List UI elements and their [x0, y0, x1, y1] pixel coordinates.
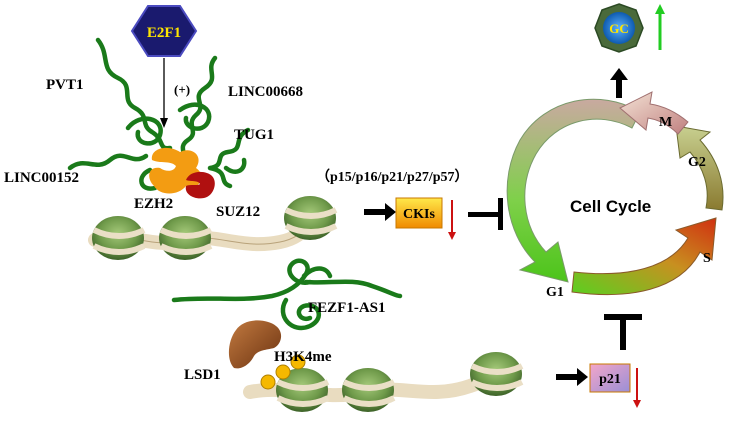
- tug1-label: TUG1: [234, 127, 274, 143]
- ckis-down-arrowhead: [448, 232, 456, 240]
- h3k4me-marks: [260, 354, 306, 390]
- p21-inhibition-line: [620, 318, 626, 350]
- ckis-inhibition-bar: [498, 198, 503, 230]
- nucleosome: [276, 368, 330, 412]
- e2f1-label: E2F1: [147, 25, 181, 41]
- m-phase-label: M: [659, 115, 672, 130]
- e2f1-hexagon: [130, 5, 198, 57]
- p21-label: p21: [599, 372, 621, 387]
- lncrna-cluster-top: [67, 37, 251, 191]
- g2-phase-label: G2: [688, 155, 706, 170]
- g1-phase-arrow: [506, 98, 641, 283]
- ezh2-label: EZH2: [134, 196, 173, 212]
- e2f1-arrowhead: [160, 118, 168, 128]
- linc00152-label: LINC00152: [4, 170, 79, 186]
- lncrna-loop: [125, 116, 163, 146]
- p21-down-arrowhead: [633, 400, 641, 408]
- suz12-protein: [185, 171, 215, 199]
- nucleosome: [342, 368, 396, 412]
- m-phase-arrow: [619, 91, 689, 135]
- gc-label: GC: [609, 21, 629, 36]
- nucleosome: [470, 352, 524, 396]
- fezf1-as1-label: FEZF1-AS1: [308, 300, 386, 316]
- g1-phase-label: G1: [546, 285, 564, 300]
- h3k4me-label: H3K4me: [274, 349, 332, 365]
- lncrna-loop: [139, 167, 158, 191]
- to-ckis-arrow-shaft: [364, 209, 386, 215]
- ckis-inhibition-line: [468, 212, 502, 217]
- cell-cycle-title: Cell Cycle: [570, 197, 651, 216]
- nucleosome: [159, 216, 213, 260]
- to-gc-arrowhead: [610, 68, 628, 80]
- to-ckis-arrowhead: [385, 203, 396, 221]
- to-gc-arrow-shaft: [616, 78, 622, 98]
- lncrna-tail: [223, 157, 247, 174]
- lsd1-protein: [228, 320, 282, 369]
- p21-box: [589, 363, 631, 393]
- linc00152-lncrna-strand: [67, 153, 149, 171]
- pvt1-label: PVT1: [46, 77, 84, 93]
- ckis-box: [395, 197, 443, 229]
- lsd1-label: LSD1: [184, 367, 221, 383]
- gc-badge: GC: [594, 3, 644, 53]
- tug1-lncrna-strand: [207, 127, 251, 189]
- p21-inhibition-bar: [604, 314, 642, 320]
- to-p21-arrowhead: [577, 368, 588, 386]
- upper-chromatin: [88, 196, 338, 260]
- nucleosome: [92, 216, 146, 260]
- s-phase-arrow: [571, 217, 717, 296]
- to-p21-arrow-shaft: [556, 374, 578, 380]
- s-phase-label: S: [703, 251, 711, 266]
- cell-cycle: Cell Cycle G1 S G2 M: [506, 91, 724, 300]
- cki-list-label: （p15/p16/p21/p27/p57）: [316, 169, 469, 185]
- suz12-label: SUZ12: [216, 204, 260, 220]
- lncrna-loop: [177, 102, 212, 131]
- linc00668-lncrna-strand: [177, 55, 218, 163]
- lower-chromatin: [243, 352, 524, 412]
- linc00668-label: LINC00668: [228, 84, 303, 100]
- activation-sign: (+): [174, 82, 190, 97]
- fezf1-as1-lncrna-strand: [171, 258, 403, 331]
- ezh2-protein: [149, 147, 202, 194]
- nucleosome: [284, 196, 338, 240]
- gc-up-arrowhead: [655, 4, 665, 14]
- ckis-label: CKIs: [403, 207, 435, 222]
